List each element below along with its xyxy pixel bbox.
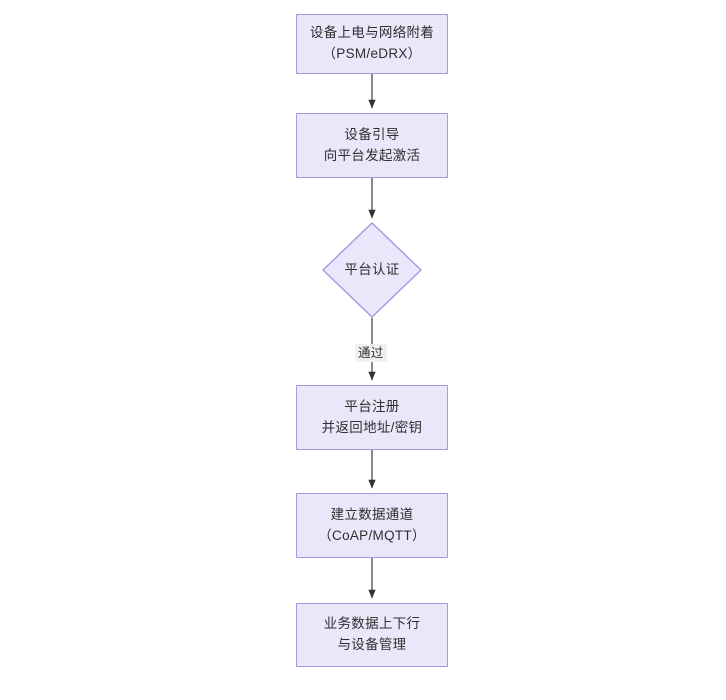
node-device-power-on[interactable]: 设备上电与网络附着 （PSM/eDRX） (296, 14, 448, 74)
node-label: 平台注册 并返回地址/密钥 (321, 398, 423, 435)
node-label: 建立数据通道 （CoAP/MQTT） (318, 506, 426, 543)
node-label: 设备引导 向平台发起激活 (323, 126, 421, 163)
edge-label-pass: 通过 (355, 344, 387, 363)
node-label: 设备上电与网络附着 （PSM/eDRX） (309, 25, 435, 61)
node-label: 平台认证 (344, 261, 400, 277)
node-platform-authentication[interactable]: 平台认证 (322, 222, 422, 318)
diamond-shape-icon (322, 222, 422, 318)
node-device-bootstrap[interactable]: 设备引导 向平台发起激活 (296, 113, 448, 178)
node-platform-registration[interactable]: 平台注册 并返回地址/密钥 (296, 385, 448, 450)
node-business-data-and-device-management[interactable]: 业务数据上下行 与设备管理 (296, 603, 448, 667)
node-establish-data-channel[interactable]: 建立数据通道 （CoAP/MQTT） (296, 493, 448, 558)
node-label: 业务数据上下行 与设备管理 (323, 616, 421, 652)
